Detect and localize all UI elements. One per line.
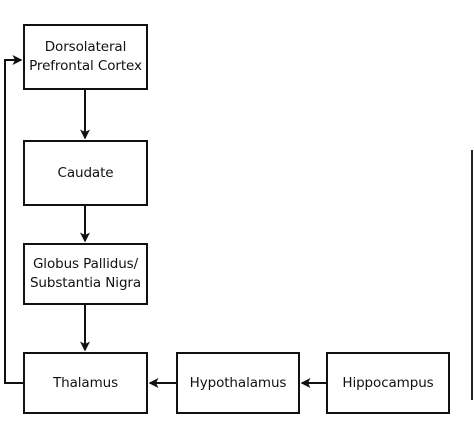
arrow-thalamus-to-dlpfc <box>4 55 23 384</box>
node-label: Hippocampus <box>342 374 434 391</box>
node-label: Caudate <box>57 164 114 181</box>
node-hypothalamus: Hypothalamus <box>176 352 300 414</box>
node-label: Hypothalamus <box>189 374 287 391</box>
node-hippocampus: Hippocampus <box>326 352 450 414</box>
node-label: Thalamus <box>52 374 119 391</box>
node-thalamus: Thalamus <box>23 352 148 414</box>
node-caudate: Caudate <box>23 140 148 206</box>
page-edge-line <box>471 150 473 400</box>
node-dorsolateral-prefrontal-cortex: Dorsolateral Prefrontal Cortex <box>23 24 148 90</box>
node-label: Globus Pallidus/ Substantia Nigra <box>29 256 142 291</box>
node-label: Dorsolateral Prefrontal Cortex <box>29 39 142 74</box>
node-globus-pallidus-substantia-nigra: Globus Pallidus/ Substantia Nigra <box>23 243 148 305</box>
